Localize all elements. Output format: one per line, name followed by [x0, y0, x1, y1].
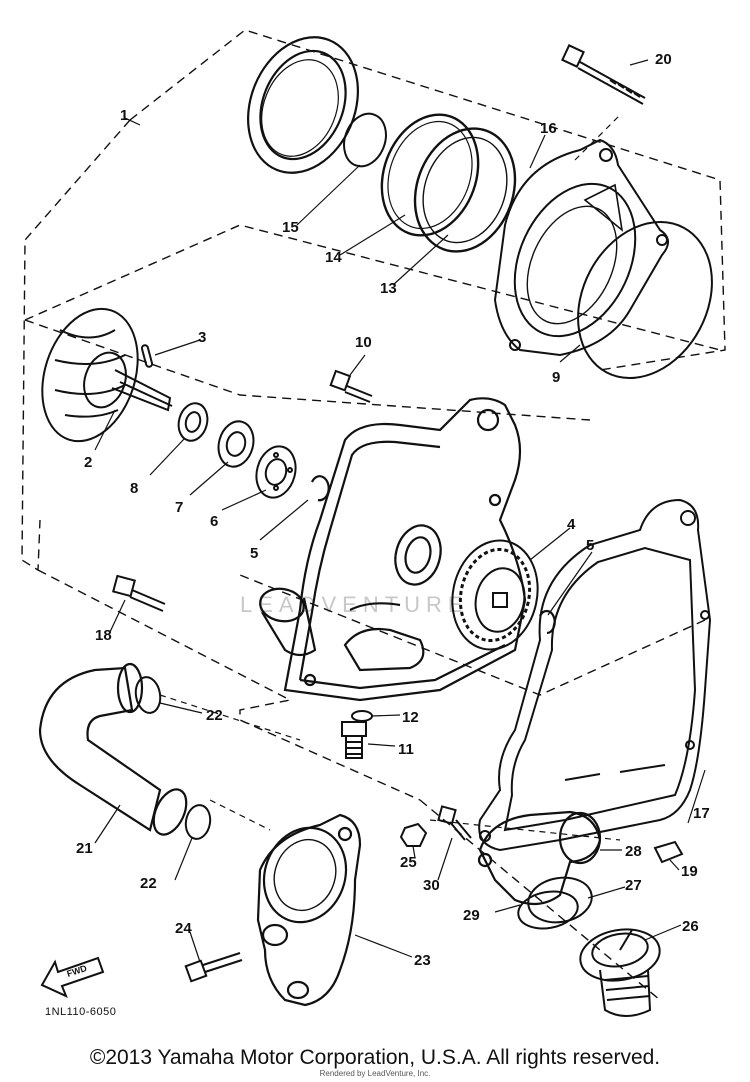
- dashed-leaders: [159, 114, 621, 841]
- callout-30: 30: [423, 877, 440, 894]
- copyright-notice: ©2013 Yamaha Motor Corporation, U.S.A. A…: [89, 1046, 661, 1069]
- callout-19: 19: [681, 863, 698, 880]
- callout-25: 25: [400, 854, 417, 871]
- diagram-part-code: 1NL110-6050: [45, 1006, 116, 1018]
- part-19-dowel: [653, 840, 684, 864]
- part-5-circlip-b: [539, 609, 556, 635]
- callout-22-top: 22: [206, 707, 223, 724]
- callout-18: 18: [95, 627, 112, 644]
- part-3-pin: [140, 344, 154, 368]
- part-18-bolt: [112, 574, 166, 612]
- part-23-thermostat-housing: [256, 813, 362, 1007]
- part-21-pipe: [38, 662, 188, 836]
- callout-29: 29: [463, 907, 480, 924]
- callout-6: 6: [210, 513, 218, 530]
- part-16-pump-cover: [493, 138, 669, 357]
- callout-4: 4: [567, 516, 576, 533]
- callout-24: 24: [175, 920, 192, 937]
- render-credit: Rendered by LeadVenture, Inc.: [319, 1069, 431, 1078]
- part-5-circlip-a: [310, 475, 330, 502]
- callout-7: 7: [175, 499, 183, 516]
- callout-12: 12: [402, 709, 419, 726]
- housing-outlet-pipe: [259, 587, 317, 657]
- part-9-o-ring: [577, 220, 713, 380]
- part-20-bolt: [561, 44, 646, 105]
- part-8-seal: [177, 402, 209, 442]
- callout-26: 26: [682, 918, 699, 935]
- callout-22-bottom: 22: [140, 875, 157, 892]
- part-7-bearing: [217, 420, 255, 468]
- part-6-bearing: [255, 445, 297, 499]
- callout-5-left: 5: [250, 545, 258, 562]
- part-27-gasket: [527, 876, 593, 924]
- callout-16: 16: [540, 120, 557, 137]
- callout-9: 9: [552, 369, 560, 386]
- part-2-impeller: [41, 307, 173, 443]
- callout-3: 3: [198, 329, 206, 346]
- callout-10: 10: [355, 334, 372, 351]
- callout-15: 15: [282, 219, 299, 236]
- water-pump-exploded-diagram: LEADVENTURE: [21, 29, 726, 1018]
- callout-23: 23: [414, 952, 431, 969]
- leader-lines: [94, 59, 706, 963]
- callout-8: 8: [130, 480, 138, 497]
- callout-2: 2: [84, 454, 92, 471]
- part-4-drive-gear: [451, 539, 539, 651]
- part-10-bolt: [329, 369, 373, 403]
- callout-14: 14: [325, 249, 342, 266]
- callout-28: 28: [625, 843, 642, 860]
- part-24-bolt: [184, 952, 243, 983]
- part-22-o-ring-a: [134, 676, 162, 714]
- part-15-seal-washer: [343, 112, 387, 168]
- callout-1: 1: [120, 107, 128, 124]
- assembly-outline: [21, 29, 726, 1001]
- part-26-thermostat: [579, 928, 661, 1017]
- part-12-washer: [351, 710, 373, 722]
- fwd-arrow-icon: [40, 956, 105, 998]
- pump-housing: [283, 397, 527, 702]
- part-14-ring: [380, 113, 480, 237]
- part-25-nut: [399, 822, 428, 847]
- part-29-o-ring: [517, 890, 579, 930]
- callout-17: 17: [693, 805, 710, 822]
- callout-27: 27: [625, 877, 642, 894]
- callout-21: 21: [76, 840, 93, 857]
- part-30-bolt: [437, 805, 472, 841]
- part-22-o-ring-b: [184, 804, 212, 840]
- part-17-gasket: [478, 498, 712, 852]
- callout-5-right: 5: [586, 537, 594, 554]
- watermark-text: LEADVENTURE: [240, 592, 469, 617]
- part-28-thermostat-cover: [477, 810, 602, 906]
- callout-13: 13: [380, 280, 397, 297]
- part-11-drain-bolt: [341, 721, 367, 759]
- callout-11: 11: [398, 741, 414, 758]
- callout-20: 20: [655, 51, 672, 68]
